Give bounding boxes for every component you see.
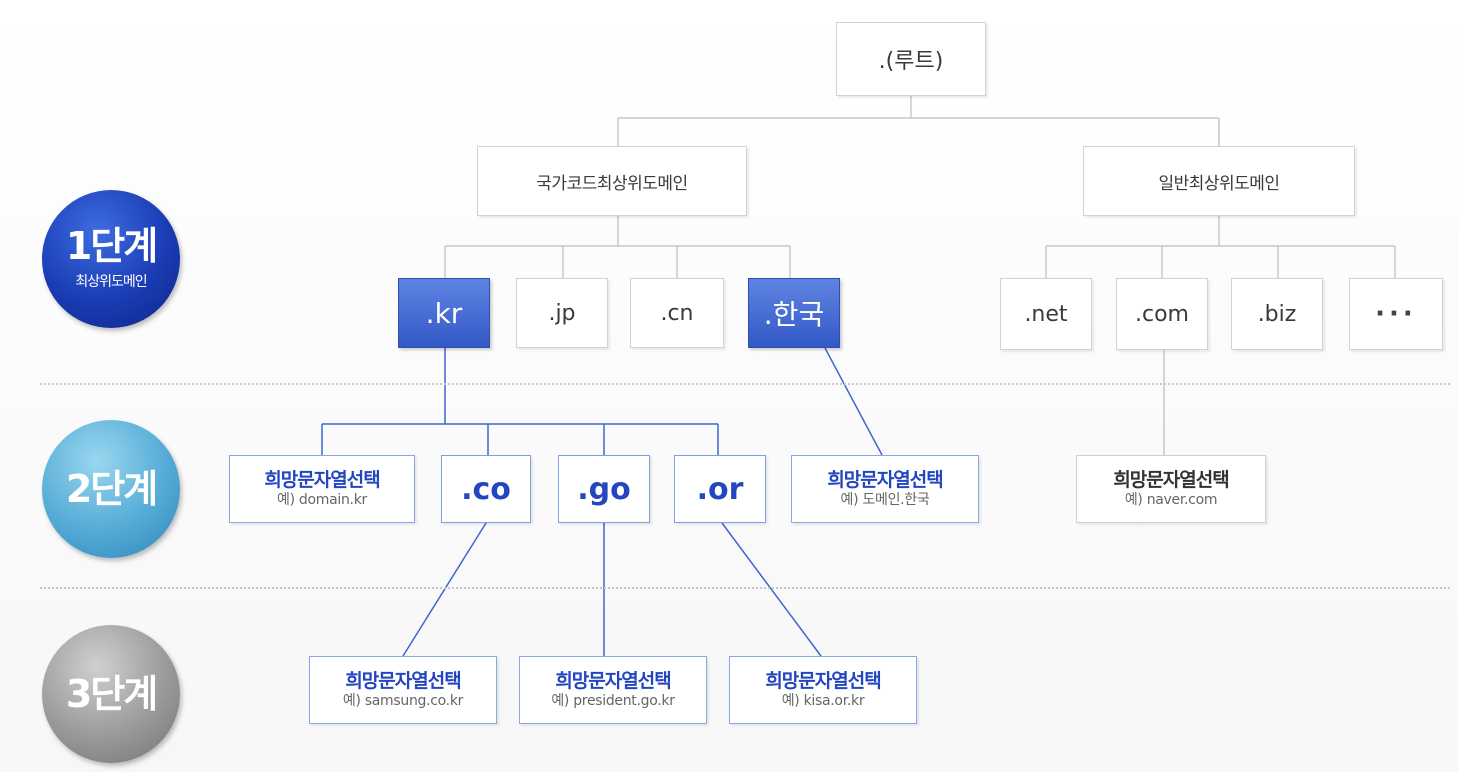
country-code-tld-node: 국가코드최상위도메인 <box>477 146 747 216</box>
stage-1-sublabel: 최상위도메인 <box>75 274 147 290</box>
stage-2-badge: 2단계 <box>42 420 180 558</box>
kr-second-level-connector <box>321 348 719 455</box>
sld-or-node: .or <box>674 455 766 523</box>
go-kr-preferred-title: 희망문자열선택 <box>555 669 671 692</box>
co-kr-preferred-title: 희망문자열선택 <box>345 669 461 692</box>
stage-1-badge: 1단계 최상위도메인 <box>42 190 180 328</box>
tld-cn-node: .cn <box>630 278 724 348</box>
sld-go-node: .go <box>558 455 650 523</box>
co-kr-preferred-string-node: 희망문자열선택 예) samsung.co.kr <box>309 656 497 724</box>
stage-3-label: 3단계 <box>65 672 158 716</box>
kr-preferred-title: 희망문자열선택 <box>264 468 380 491</box>
co-kr-preferred-example: 예) samsung.co.kr <box>342 693 464 710</box>
or-to-third-connector <box>721 522 822 657</box>
stage-divider-1 <box>40 383 1450 385</box>
tld-kr-node: .kr <box>398 278 490 348</box>
com-preferred-example: 예) naver.com <box>1124 492 1218 509</box>
tld-net-node: .net <box>1000 278 1092 350</box>
go-kr-preferred-string-node: 희망문자열선택 예) president.go.kr <box>519 656 707 724</box>
or-kr-preferred-title: 희망문자열선택 <box>765 669 881 692</box>
tld-more-node: ··· <box>1349 278 1443 350</box>
stage-2-label: 2단계 <box>65 467 158 511</box>
or-kr-preferred-string-node: 희망문자열선택 예) kisa.or.kr <box>729 656 917 724</box>
tld-biz-node: .biz <box>1231 278 1323 350</box>
co-to-third-connector <box>402 522 487 657</box>
sld-co-node: .co <box>441 455 531 523</box>
root-connector <box>617 96 1220 146</box>
generic-tld-node: 일반최상위도메인 <box>1083 146 1355 216</box>
generic-tld-connector <box>1045 216 1396 278</box>
stage-3-badge: 3단계 <box>42 625 180 763</box>
hangul-to-preferred-connector <box>824 347 883 456</box>
hangul-preferred-example: 예) 도메인.한국 <box>840 492 930 509</box>
country-tld-connector <box>444 216 791 278</box>
kr-preferred-example: 예) domain.kr <box>277 492 367 509</box>
or-kr-preferred-example: 예) kisa.or.kr <box>781 693 865 710</box>
tld-com-node: .com <box>1116 278 1208 350</box>
stage-1-label: 1단계 <box>65 224 158 268</box>
tld-jp-node: .jp <box>516 278 608 348</box>
root-node: .(루트) <box>836 22 986 96</box>
com-preferred-string-node: 희망문자열선택 예) naver.com <box>1076 455 1266 523</box>
hangul-preferred-title: 희망문자열선택 <box>827 468 943 491</box>
com-preferred-title: 희망문자열선택 <box>1113 468 1229 491</box>
go-kr-preferred-example: 예) president.go.kr <box>551 693 675 710</box>
stage-divider-2 <box>40 587 1450 589</box>
hangul-preferred-string-node: 희망문자열선택 예) 도메인.한국 <box>791 455 979 523</box>
tld-hangul-node: .한국 <box>748 278 840 348</box>
kr-preferred-string-node: 희망문자열선택 예) domain.kr <box>229 455 415 523</box>
